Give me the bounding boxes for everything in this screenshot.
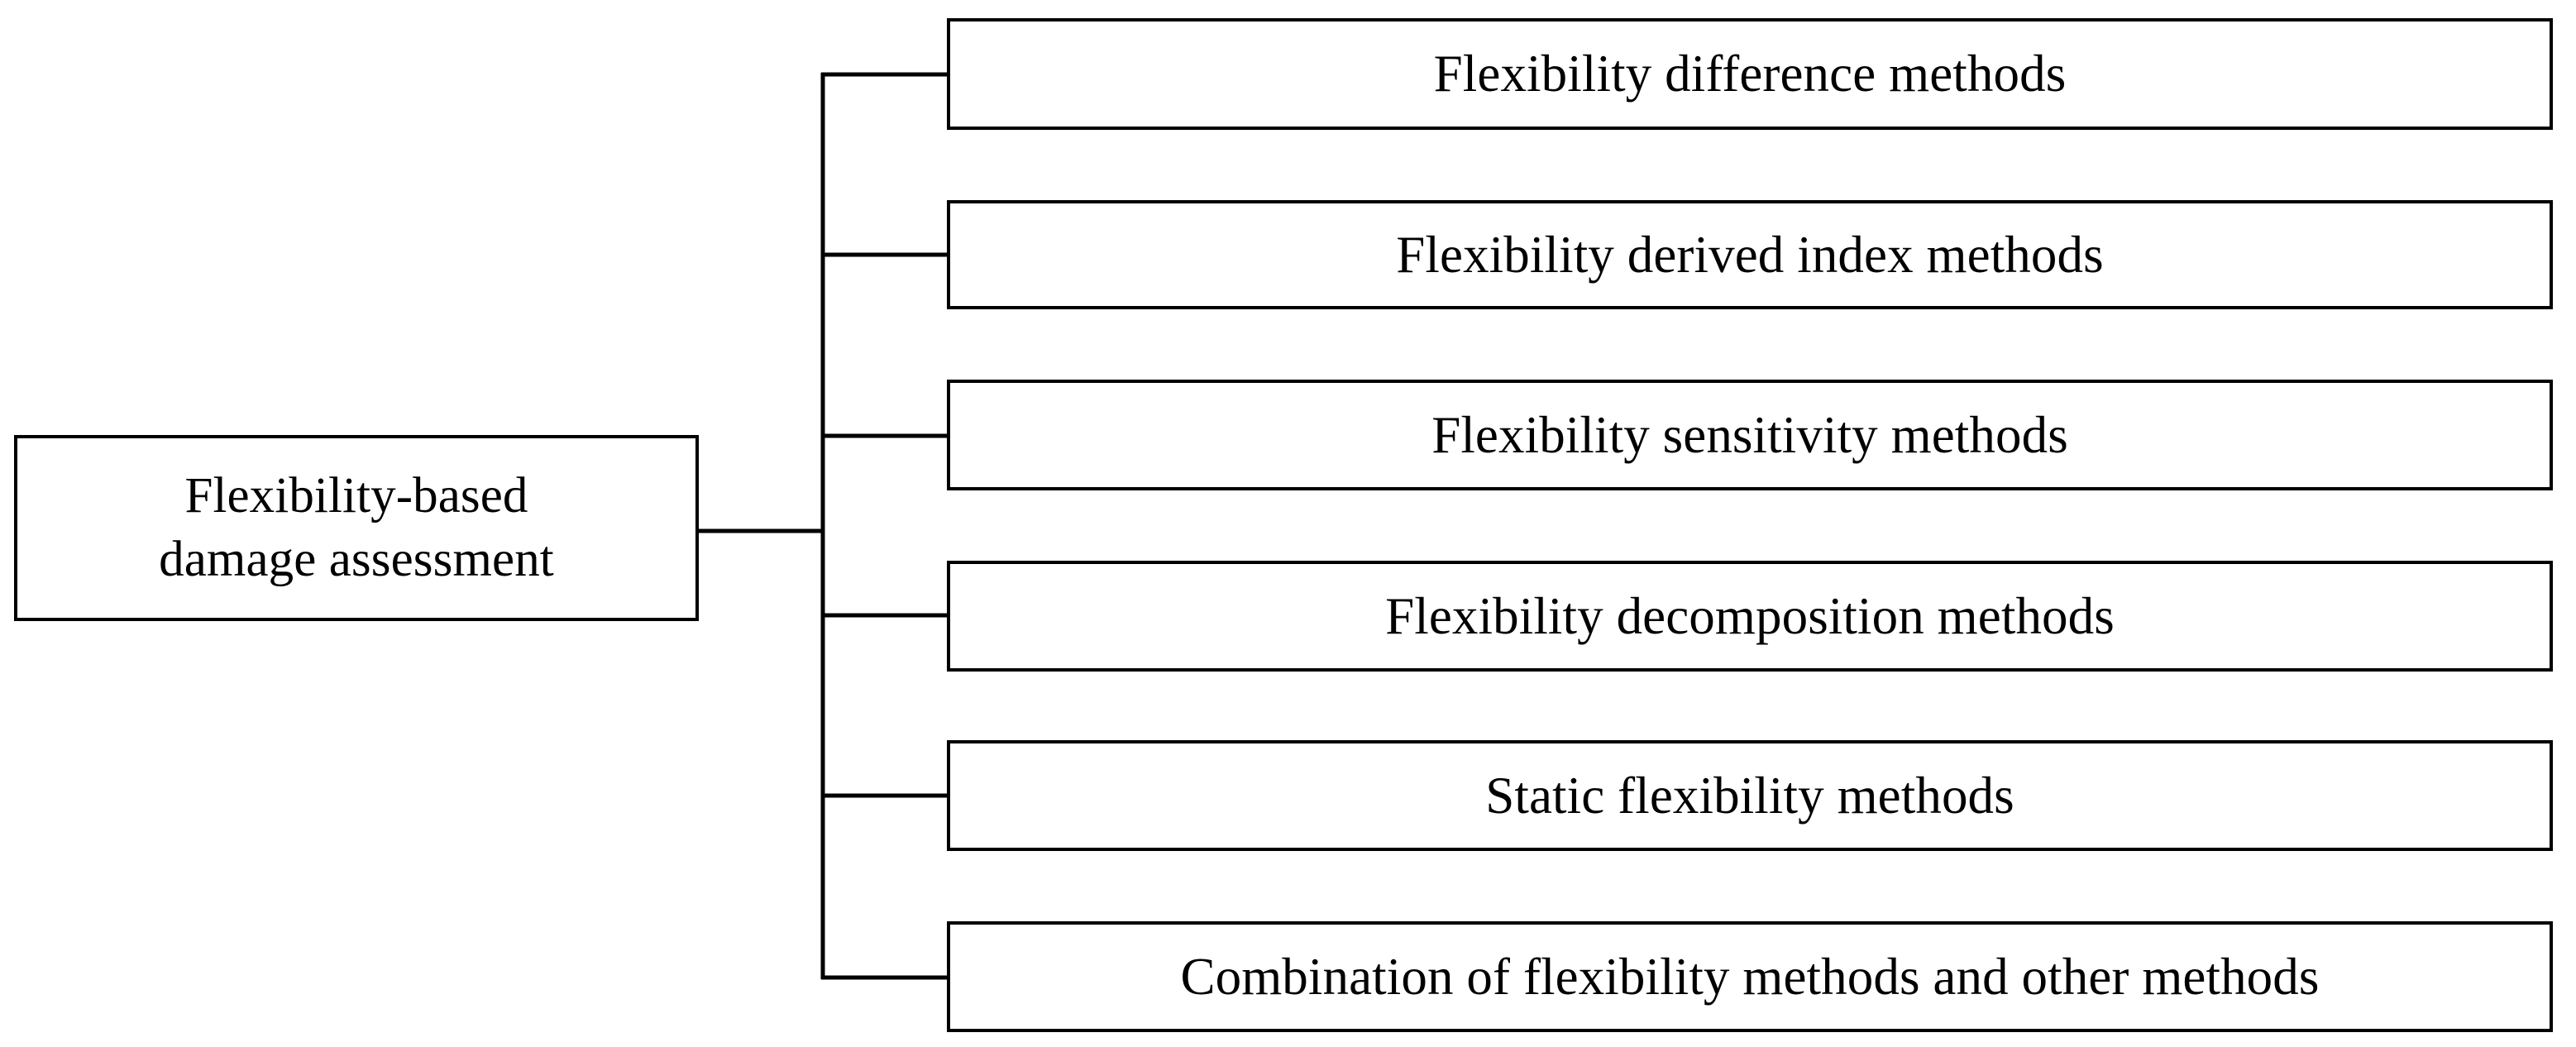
root-node-flexibility-based-damage-assessment: Flexibility-based damage assessment xyxy=(14,435,699,621)
child-node-label-3: Flexibility sensitivity methods xyxy=(1431,405,2068,464)
child-node-flexibility-decomposition-methods: Flexibility decomposition methods xyxy=(947,561,2553,672)
child-node-label-4: Flexibility decomposition methods xyxy=(1385,586,2115,645)
root-node-label: Flexibility-based damage assessment xyxy=(159,468,554,587)
child-node-label-1: Flexibility difference methods xyxy=(1433,45,2067,103)
child-node-static-flexibility-methods: Static flexibility methods xyxy=(947,740,2553,851)
child-node-label-2: Flexibility derived index methods xyxy=(1396,225,2104,284)
child-node-flexibility-sensitivity-methods: Flexibility sensitivity methods xyxy=(947,380,2553,490)
child-node-flexibility-difference-methods: Flexibility difference methods xyxy=(947,18,2553,130)
child-node-label-5: Static flexibility methods xyxy=(1485,766,2014,825)
child-node-label-6: Combination of flexibility methods and o… xyxy=(1180,947,2320,1006)
child-node-flexibility-derived-index-methods: Flexibility derived index methods xyxy=(947,200,2553,309)
child-node-combination-of-flexibility-methods-and-other-methods: Combination of flexibility methods and o… xyxy=(947,921,2553,1032)
